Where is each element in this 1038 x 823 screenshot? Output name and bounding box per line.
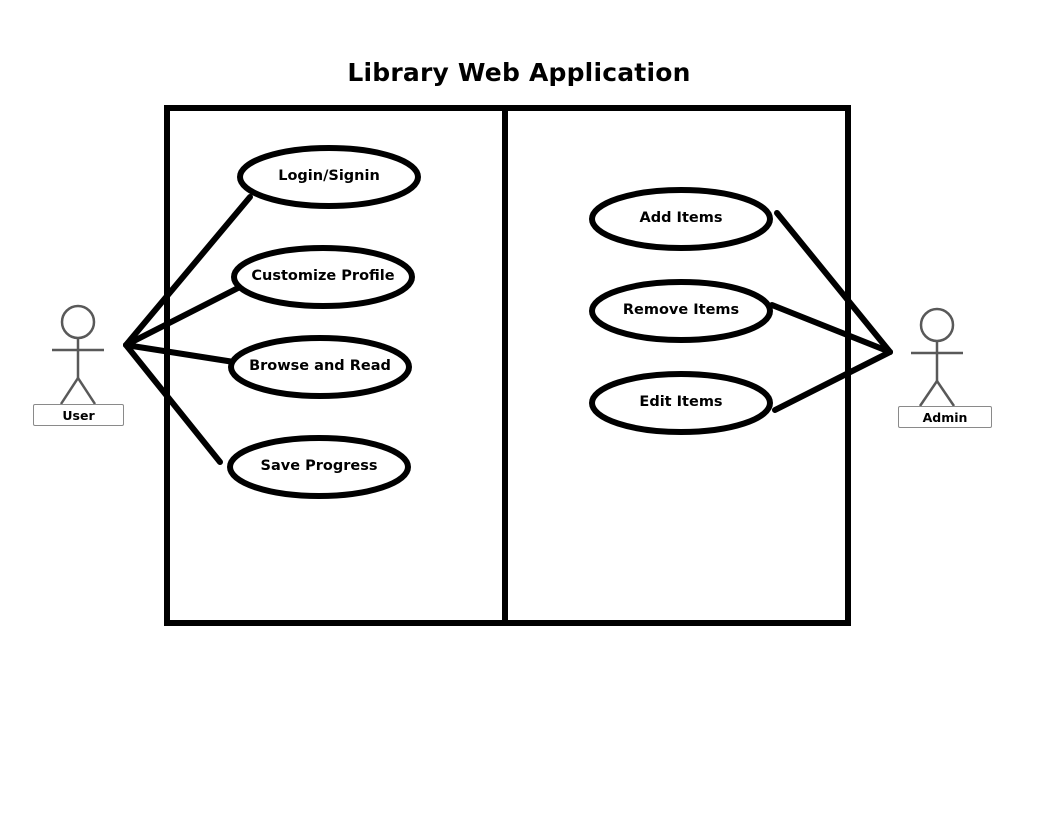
association-user-browse-and-read — [123, 342, 237, 365]
actor-figure-admin[interactable] — [911, 307, 963, 407]
use-case-ellipse-remove-items[interactable] — [589, 279, 773, 343]
association-user-save-progress — [123, 342, 223, 465]
use-case-ellipse-edit-items[interactable] — [589, 371, 773, 435]
actor-figure-user[interactable] — [52, 304, 104, 405]
use-case-ellipse-save-progress[interactable] — [227, 435, 411, 499]
actor-right-leg-admin — [935, 380, 956, 407]
actor-head-user — [60, 304, 96, 340]
actor-head-admin — [919, 307, 955, 343]
actor-name-label-admin: Admin — [922, 409, 968, 425]
actor-right-leg-user — [76, 377, 97, 405]
actor-name-box-admin[interactable]: Admin — [898, 406, 992, 428]
association-lines-user — [123, 194, 253, 465]
actor-left-leg-admin — [918, 380, 939, 407]
association-user-login-signin — [123, 194, 253, 348]
association-admin-add-items — [774, 210, 893, 355]
association-user-customize-profile — [123, 285, 241, 348]
use-case-ellipse-login-signin[interactable] — [237, 145, 421, 209]
use-case-ellipse-browse-and-read[interactable] — [228, 335, 412, 399]
actor-name-label-user: User — [62, 407, 95, 423]
use-case-ellipse-add-items[interactable] — [589, 187, 773, 251]
association-admin-remove-items — [769, 302, 893, 355]
diagram-title: Library Web Application — [347, 58, 691, 87]
actor-left-leg-user — [59, 377, 80, 405]
association-admin-edit-items — [772, 349, 893, 413]
actor-name-box-user[interactable]: User — [33, 404, 124, 426]
use-case-ellipses — [227, 145, 773, 499]
association-lines-admin — [769, 210, 893, 413]
use-case-ellipse-customize-profile[interactable] — [231, 245, 415, 309]
